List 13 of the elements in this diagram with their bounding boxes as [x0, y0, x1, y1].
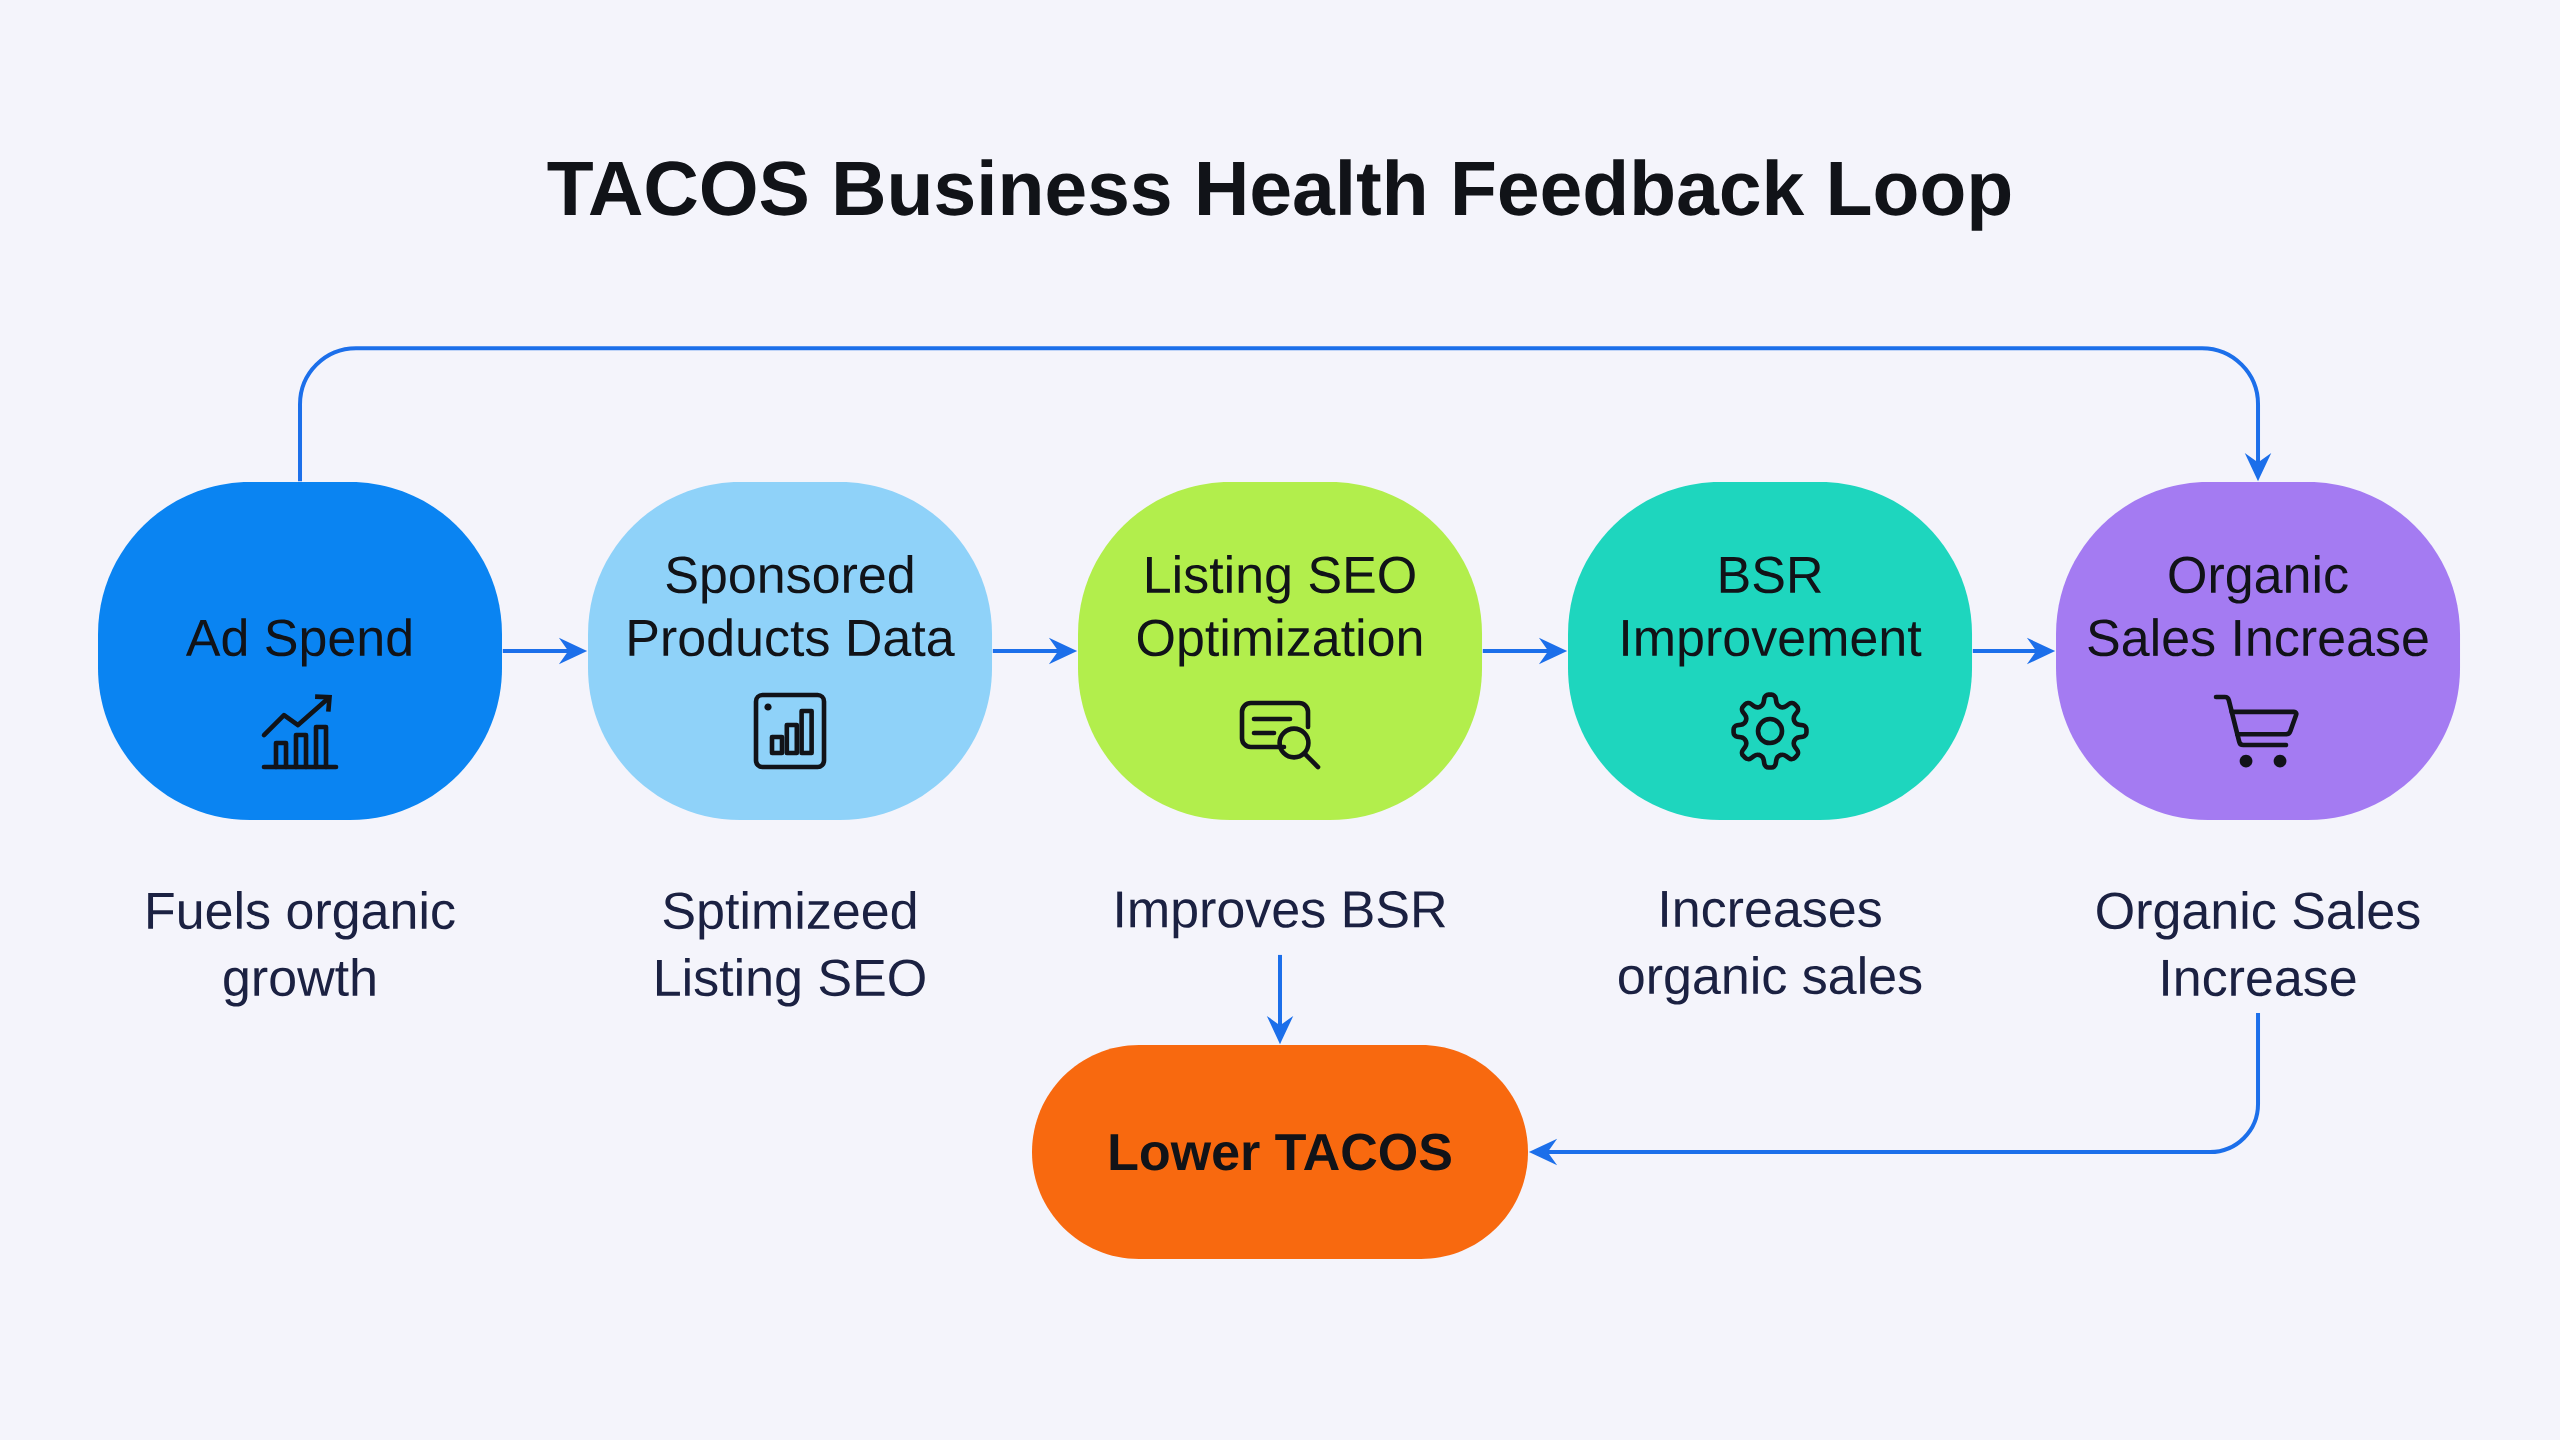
node-caption: Increases organic sales [1619, 891, 1922, 1005]
process-box: Sponsored Products Data [588, 482, 992, 821]
result-pill: Lower TACOS [1032, 1045, 1528, 1260]
node-caption: Sptimizeed Listing SEO [657, 891, 925, 1007]
process-box: Listing SEO Optimization [1078, 482, 1482, 821]
title: TACOS Business Health Feedback Loop [547, 159, 2011, 231]
node-caption: Fuels organic growth [148, 891, 455, 1007]
arrow [298, 346, 2272, 482]
process-box: Ad Spend [98, 482, 502, 821]
process-box: BSR Improvement [1568, 482, 1972, 821]
flow-text: Improves BSR [1117, 891, 1446, 939]
flow-text: Organic Sales Increase [2097, 891, 2420, 997]
process-box: Organic Sales Increase [2056, 482, 2461, 821]
